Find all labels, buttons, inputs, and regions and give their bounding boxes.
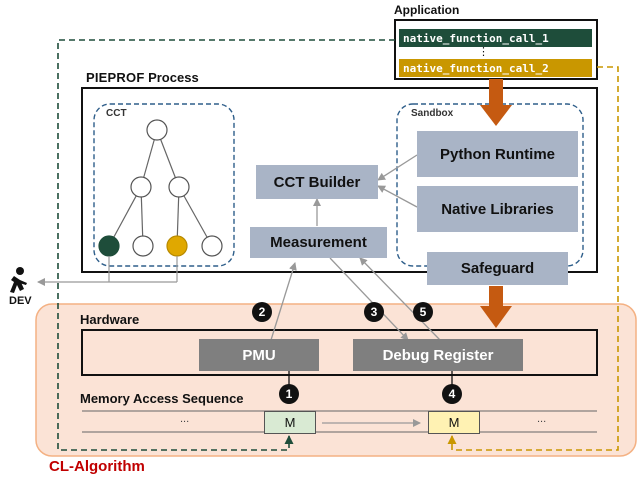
- app-to-sandbox-orange-arrow: [480, 79, 512, 126]
- safeguard-box[interactable]: Safeguard: [427, 252, 568, 285]
- step-5-badge: 5: [413, 302, 433, 322]
- step-4-badge: 4: [442, 384, 462, 404]
- pmu-to-measurement-arrow: [270, 262, 297, 341]
- measurement-to-debug-arrow: [329, 257, 409, 341]
- hardware-title: Hardware: [80, 312, 140, 327]
- hardware-box: [81, 329, 598, 376]
- cl-algorithm-label: CL-Algorithm: [49, 458, 145, 475]
- step-3-badge: 3: [364, 302, 384, 322]
- pieprof-name: PIEPROF: [86, 70, 145, 85]
- developer-icon: [10, 267, 27, 293]
- memory-cell-m1[interactable]: M: [264, 411, 316, 434]
- gold-dashed-loop: [447, 66, 619, 451]
- process-title-suffix: Process: [144, 70, 199, 85]
- step-2-badge: 2: [252, 302, 272, 322]
- process-title: PIEPROF Process: [86, 70, 199, 85]
- native-libraries-box[interactable]: Native Libraries: [417, 186, 578, 232]
- debug-register-box[interactable]: Debug Register: [353, 339, 523, 371]
- safeguard-to-hardware-orange-arrow: [480, 286, 512, 328]
- debug-to-measurement-arrow: [359, 257, 441, 341]
- cct-leaf-gold-node: [166, 235, 188, 257]
- memory-dots-left: ...: [180, 413, 190, 425]
- native-to-builder-arrow: [377, 185, 418, 208]
- measurement-box[interactable]: Measurement: [250, 227, 387, 258]
- application-title: Application: [394, 3, 460, 17]
- memory-access-title: Memory Access Sequence: [80, 391, 244, 406]
- cct-node: [168, 176, 190, 198]
- cct-builder-box[interactable]: CCT Builder: [256, 165, 378, 199]
- native-function-call-2[interactable]: native_function_call_2: [399, 59, 592, 77]
- step-1-badge: 1: [279, 384, 299, 404]
- pmu-box[interactable]: PMU: [199, 339, 319, 371]
- dev-label: DEV: [9, 295, 32, 307]
- cct-node: [201, 235, 223, 257]
- cct-node: [132, 235, 154, 257]
- python-runtime-box[interactable]: Python Runtime: [417, 131, 578, 177]
- cct-root-node: [146, 119, 168, 141]
- cct-label: CCT: [106, 108, 127, 119]
- memory-dots-right: ...: [537, 413, 547, 425]
- sandbox-label: Sandbox: [411, 108, 454, 119]
- cct-leaf-green-node: [98, 235, 120, 257]
- native-function-call-1[interactable]: native_function_call_1: [399, 29, 592, 47]
- cct-to-dev-connector: [37, 256, 178, 286]
- python-to-builder-arrow: [377, 154, 418, 181]
- memory-cell-m2[interactable]: M: [428, 411, 480, 434]
- green-dashed-loop: [57, 39, 395, 451]
- cct-node: [130, 176, 152, 198]
- calls-ellipsis: ⋮: [478, 46, 489, 58]
